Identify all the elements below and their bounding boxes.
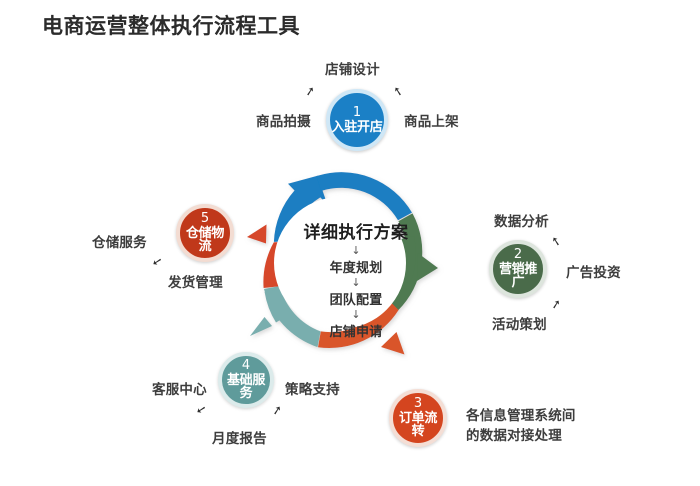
ring-segment-left-red-tip [247, 224, 267, 244]
satellite-商品上架: 商品上架 [404, 114, 459, 130]
node-3-订单流转[interactable]: 3 订单流转 [389, 389, 447, 447]
center-step-3: 店铺申请 [329, 325, 383, 340]
arrow-down-right-icon-2: ➚ [549, 296, 563, 312]
satellite-仓储服务: 仓储服务 [92, 235, 147, 251]
satellite-数据分析: 数据分析 [494, 214, 549, 230]
ring-segment-bottom-orange [318, 299, 399, 348]
page-title: 电商运营整体执行流程工具 [42, 14, 300, 38]
node-2-label: 营销推广 [498, 261, 538, 291]
node-4-number: 4 [241, 358, 251, 374]
satellite-策略支持: 策略支持 [285, 382, 340, 398]
center-content: 详细执行方案 ↓ 年度规划 ↓ 团队配置 ↓ 店铺申请 [280, 218, 432, 340]
ring-segment-right-green-tip [417, 253, 438, 281]
ring-segment-bottom-left-teal-b [264, 289, 290, 323]
center-step-2: 团队配置 [329, 293, 383, 308]
satellite-各信息管理系统间: 各信息管理系统间 [466, 408, 576, 424]
satellite-商品拍摄: 商品拍摄 [256, 114, 311, 130]
center-headline: 详细执行方案 [303, 223, 409, 243]
satellite-广告投资: 广告投资 [566, 265, 621, 281]
node-3-number: 3 [413, 396, 423, 412]
node-2-number: 2 [513, 247, 523, 263]
node-2-营销推广[interactable]: 2 营销推广 [489, 240, 547, 298]
node-5-label: 仓储物流 [185, 225, 225, 255]
node-5-仓储物流[interactable]: 5 仓储物流 [176, 204, 234, 262]
node-1-number: 1 [352, 104, 362, 120]
satellite-月度报告: 月度报告 [212, 431, 267, 447]
node-5-number: 5 [200, 211, 210, 227]
node-4-label: 基础服务 [226, 372, 266, 402]
ring-segment-bottom-left-teal-tip [250, 317, 272, 336]
ring-segment-top-blue-b [316, 172, 412, 221]
arrow-up-right-icon-4: ➚ [270, 402, 284, 418]
center-arrow-1-icon: ↓ [351, 244, 361, 257]
satellite-活动策划: 活动策划 [492, 317, 547, 333]
satellite-客服中心: 客服中心 [152, 382, 207, 398]
center-arrow-3-icon: ↓ [351, 308, 361, 321]
center-step-1: 年度规划 [329, 261, 383, 276]
ring-segment-bottom-orange-tip [381, 332, 405, 355]
node-4-基础服务[interactable]: 4 基础服务 [218, 352, 274, 408]
satellite-发货管理: 发货管理 [168, 275, 223, 291]
node-3-label: 订单流转 [398, 410, 438, 440]
center-arrow-2-icon: ↓ [351, 276, 361, 289]
satellite-店铺设计: 店铺设计 [325, 62, 380, 78]
node-1-入驻开店[interactable]: 1 入驻开店 [326, 89, 388, 151]
arrow-up-left-icon-1: ➚ [303, 83, 317, 99]
satellite-的数据对接处理: 的数据对接处理 [466, 428, 562, 444]
ring-inner-disc [274, 197, 406, 329]
node-1-label: 入驻开店 [331, 119, 383, 135]
